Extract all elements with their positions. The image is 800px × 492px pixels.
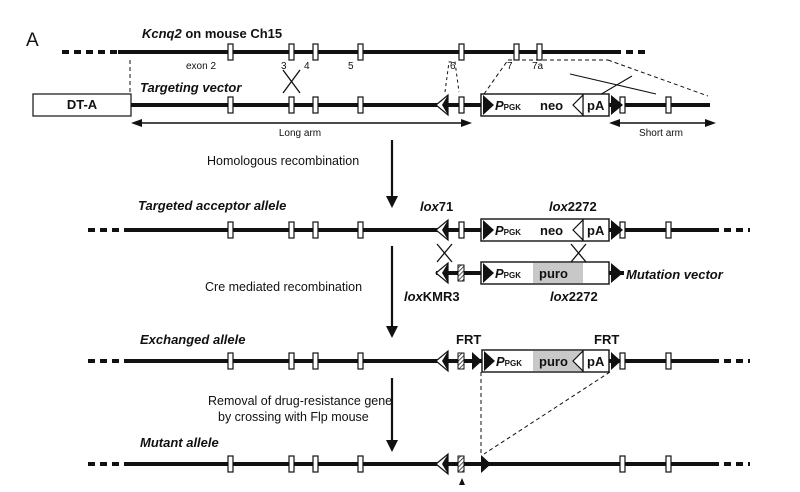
svg-text:neo: neo (540, 98, 563, 113)
title: Kcnq2 on mouse Ch15 (142, 26, 282, 41)
lox2272-bottom-label: lox2272 (550, 289, 598, 304)
exon-label-4: 4 (304, 61, 310, 72)
cre-crossover-marks (436, 243, 587, 263)
svg-text:pA: pA (587, 98, 605, 113)
mutation-site-marker (459, 478, 465, 485)
targeted-acceptor-label: Targeted acceptor allele (138, 198, 286, 213)
svg-text:pA: pA (587, 354, 605, 369)
frt-left-label: FRT (456, 332, 481, 347)
exon-label-7a: 7a (532, 61, 544, 72)
homology-lines (129, 59, 709, 98)
targeting-vector: DT-A PPGK neo pA Targeting vector (32, 80, 710, 117)
exchanged-allele: PPGK puro pA Exchanged allele FRT FRT (88, 332, 750, 373)
panel-label: A (26, 30, 39, 51)
mutant-allele: Mutant allele (88, 435, 750, 485)
svg-text:PPGK: PPGK (495, 266, 521, 281)
step-removal-line1: Removal of drug-resistance gene (208, 394, 392, 408)
exon-label-2: exon 2 (186, 61, 216, 72)
mutation-vector: PPGK puro Mutation vector loxKMR3 lox227… (404, 261, 724, 304)
homology-arms: Long arm Short arm (131, 119, 716, 139)
step-cre: Cre mediated recombination (205, 280, 362, 294)
mutant-allele-label: Mutant allele (140, 435, 219, 450)
mutation-vector-label: Mutation vector (626, 267, 724, 282)
loxKMR3-label: loxKMR3 (404, 289, 460, 304)
exon-label-6: 6 (450, 61, 456, 72)
svg-text:neo: neo (540, 223, 563, 238)
step-removal-line2: by crossing with Flp mouse (218, 410, 369, 424)
exon-label-3: 3 (281, 61, 287, 72)
lox71-label: lox71 (420, 199, 453, 214)
svg-text:puro: puro (539, 354, 568, 369)
step-homologous: Homologous recombination (207, 154, 359, 168)
svg-text:puro: puro (539, 266, 568, 281)
exon-label-5: 5 (348, 61, 354, 72)
genomic-locus: Kcnq2 on mouse Ch15 exon 2 3 4 5 6 7 7a (62, 26, 650, 72)
long-arm-label: Long arm (279, 128, 321, 139)
targeted-acceptor-allele: PPGK neo pA Targeted acceptor allele lox… (88, 198, 750, 242)
flp-excision-lines (480, 371, 611, 456)
short-arm-label: Short arm (639, 128, 683, 139)
svg-text:PPGK: PPGK (495, 223, 521, 238)
targeting-vector-label: Targeting vector (140, 80, 242, 95)
dta-label: DT-A (67, 97, 98, 112)
lox2272-top-label: lox2272 (549, 199, 597, 214)
svg-text:pA: pA (587, 223, 605, 238)
exchanged-allele-label: Exchanged allele (140, 332, 246, 347)
svg-text:PPGK: PPGK (495, 98, 521, 113)
frt-right-label: FRT (594, 332, 619, 347)
svg-text:PPGK: PPGK (496, 354, 522, 369)
exon-label-7: 7 (507, 61, 513, 72)
